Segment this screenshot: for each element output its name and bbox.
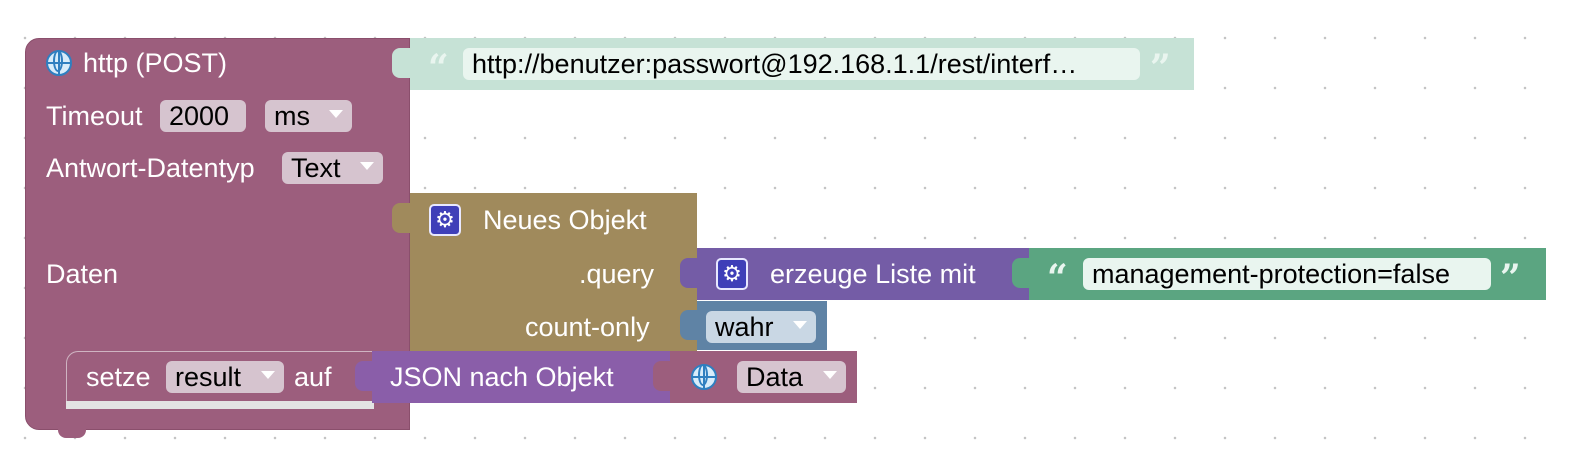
data-label: Daten — [46, 259, 119, 289]
timeout-label: Timeout — [46, 101, 143, 131]
create-list-connector — [680, 258, 700, 288]
data-variable-connector — [653, 361, 673, 391]
list-item-connector — [1012, 258, 1032, 288]
quote-open-icon: “ — [1047, 257, 1068, 299]
new-object-connector — [392, 203, 412, 233]
timeout-unit-dropdown[interactable]: ms — [265, 100, 352, 132]
set-block-shadow — [66, 401, 374, 409]
property-query-label: .query — [579, 259, 655, 289]
json-to-object-block[interactable] — [372, 351, 670, 403]
create-list-title: erzeuge Liste mit — [770, 259, 976, 289]
http-block-title: http (POST) — [83, 48, 228, 78]
variable-dropdown[interactable]: result — [166, 361, 284, 393]
set-label: setze — [86, 362, 151, 392]
quote-close-icon: ” — [1150, 47, 1171, 89]
json-to-object-title: JSON nach Objekt — [390, 362, 614, 392]
http-block-bottom-notch — [58, 428, 86, 438]
property-count-only-label: count-only — [525, 312, 650, 342]
globe-icon — [46, 50, 72, 76]
url-block-connector — [392, 48, 412, 78]
list-item-field[interactable]: management-protection=false — [1083, 258, 1491, 290]
create-list-block[interactable] — [697, 248, 1029, 300]
new-object-title: Neues Objekt — [483, 205, 647, 235]
url-field[interactable]: http://benutzer:passwort@192.168.1.1/res… — [463, 48, 1140, 80]
gear-icon[interactable]: ⚙ — [429, 204, 461, 236]
response-type-dropdown[interactable]: Text — [282, 152, 383, 184]
boolean-connector — [680, 310, 700, 340]
globe-icon — [691, 364, 717, 390]
response-type-label: Antwort-Datentyp — [46, 153, 255, 183]
auf-label: auf — [294, 362, 332, 392]
timeout-value-field[interactable]: 2000 — [160, 100, 246, 132]
json-to-object-connector — [355, 361, 375, 391]
data-variable-dropdown[interactable]: Data — [737, 361, 846, 393]
quote-close-icon: ” — [1500, 257, 1521, 299]
gear-icon[interactable]: ⚙ — [716, 258, 748, 290]
boolean-dropdown[interactable]: wahr — [706, 311, 816, 343]
quote-open-icon: “ — [428, 47, 449, 89]
